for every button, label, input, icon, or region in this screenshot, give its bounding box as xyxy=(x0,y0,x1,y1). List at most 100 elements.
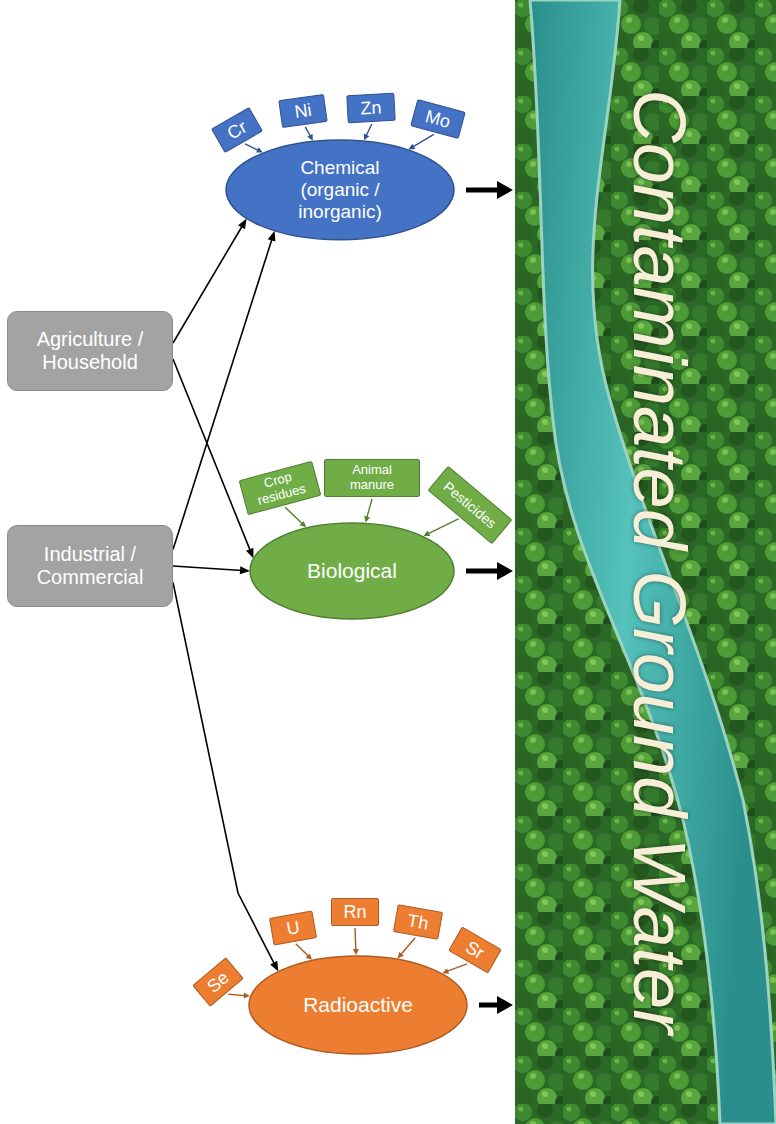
panel-title: Contaminated Ground Water xyxy=(617,90,702,1035)
source-tab: Pesticides xyxy=(428,466,513,545)
arrow-head xyxy=(307,134,313,141)
source-tab: Animal manure xyxy=(324,459,420,497)
connector-arrow xyxy=(173,219,247,343)
element-tab: U xyxy=(269,910,317,945)
connector-line xyxy=(479,1003,500,1008)
node-label: Th xyxy=(406,910,430,934)
connector-arrow xyxy=(228,993,250,999)
connector-arrow xyxy=(466,181,513,199)
node-label: U xyxy=(285,917,301,940)
element-tab: Th xyxy=(393,904,443,940)
element-tab: Mo xyxy=(410,99,466,139)
arrow-head xyxy=(353,949,359,955)
connector-arrow xyxy=(409,134,434,149)
arrow-head xyxy=(398,952,404,959)
connector-line xyxy=(366,124,372,136)
connector-line xyxy=(447,964,467,972)
element-tab: Zn xyxy=(346,93,395,123)
result-panel: Contaminated Ground Water xyxy=(515,0,776,1124)
arrow-head xyxy=(238,219,247,230)
arrow-head xyxy=(409,144,416,150)
source-box: Industrial / Commercial xyxy=(7,525,173,607)
ellipse-outline xyxy=(249,956,467,1054)
connector-arrow xyxy=(173,566,250,574)
connector-arrow xyxy=(398,938,416,959)
connector-arrow xyxy=(424,519,459,536)
source-tab: Crop residues xyxy=(239,461,322,515)
node-label: Animal manure xyxy=(337,463,407,493)
node-label: Se xyxy=(203,967,233,997)
arrow-head xyxy=(300,521,306,527)
connector-line xyxy=(296,944,309,957)
node-label: Radioactive xyxy=(303,993,413,1017)
arrow-head xyxy=(306,953,312,959)
arrow-head xyxy=(270,961,278,972)
arrow-head xyxy=(497,996,513,1014)
connector-line xyxy=(367,499,372,518)
connector-arrow xyxy=(479,996,513,1014)
node-label: Agriculture / Household xyxy=(15,328,165,374)
arrow-head xyxy=(240,566,250,574)
connector-arrow xyxy=(305,127,313,141)
connector-arrow xyxy=(353,928,359,955)
ellipse-outline xyxy=(226,140,454,240)
connector-line xyxy=(173,566,242,570)
connector-line xyxy=(401,938,416,955)
node-label: Chemical (organic / inorganic) xyxy=(275,157,405,223)
connector-line xyxy=(173,582,275,964)
node-label: Crop residues xyxy=(246,466,314,511)
connector-line xyxy=(466,569,500,574)
arrow-head xyxy=(246,548,253,559)
category-ellipse: Chemical (organic / inorganic) xyxy=(225,139,455,241)
arrow-head xyxy=(497,562,513,580)
ellipse-outline xyxy=(250,523,454,619)
arrow-head xyxy=(442,968,449,974)
connector-arrow xyxy=(285,507,306,527)
connector-arrow xyxy=(466,562,513,580)
node-label: Industrial / Commercial xyxy=(15,543,165,589)
node-label: Ni xyxy=(293,100,313,123)
arrow-head xyxy=(244,993,250,999)
connector-line xyxy=(173,359,250,551)
connector-line xyxy=(173,225,243,343)
category-ellipse: Radioactive xyxy=(248,955,468,1055)
connector-line xyxy=(466,187,500,192)
element-tab: Sr xyxy=(448,926,502,973)
node-label: Sr xyxy=(462,937,488,964)
connector-line xyxy=(305,127,310,137)
connector-arrow xyxy=(173,359,253,559)
arrow-head xyxy=(268,231,276,242)
element-tab: Rn xyxy=(331,898,379,926)
connector-line xyxy=(413,134,434,146)
connector-arrow xyxy=(245,144,263,153)
connector-line xyxy=(428,519,459,534)
connector-arrow xyxy=(442,964,467,974)
node-label: Biological xyxy=(307,559,397,583)
node-label: Rn xyxy=(343,902,366,923)
arrow-head xyxy=(497,181,513,199)
arrow-head xyxy=(364,134,369,141)
arrow-head xyxy=(424,531,431,536)
element-tab: Ni xyxy=(278,94,327,128)
arrow-head xyxy=(256,147,263,152)
connector-arrow xyxy=(173,582,278,971)
connector-line xyxy=(228,994,245,995)
source-box: Agriculture / Household xyxy=(7,311,173,391)
element-tab: Cr xyxy=(211,107,263,153)
node-label: Zn xyxy=(360,97,382,119)
connector-arrow xyxy=(364,124,372,140)
node-label: Pesticides xyxy=(440,478,499,531)
connector-line xyxy=(245,144,258,151)
node-label: Mo xyxy=(423,106,453,132)
connector-line xyxy=(285,507,302,524)
river xyxy=(530,0,776,1124)
arrow-head xyxy=(364,516,370,523)
forest-area xyxy=(515,0,776,1124)
connector-line xyxy=(354,928,356,950)
element-tab: Se xyxy=(192,957,244,1007)
category-ellipse: Biological xyxy=(249,522,455,620)
connector-arrow xyxy=(364,499,372,522)
connector-arrow xyxy=(296,944,312,960)
node-label: Cr xyxy=(224,116,251,143)
